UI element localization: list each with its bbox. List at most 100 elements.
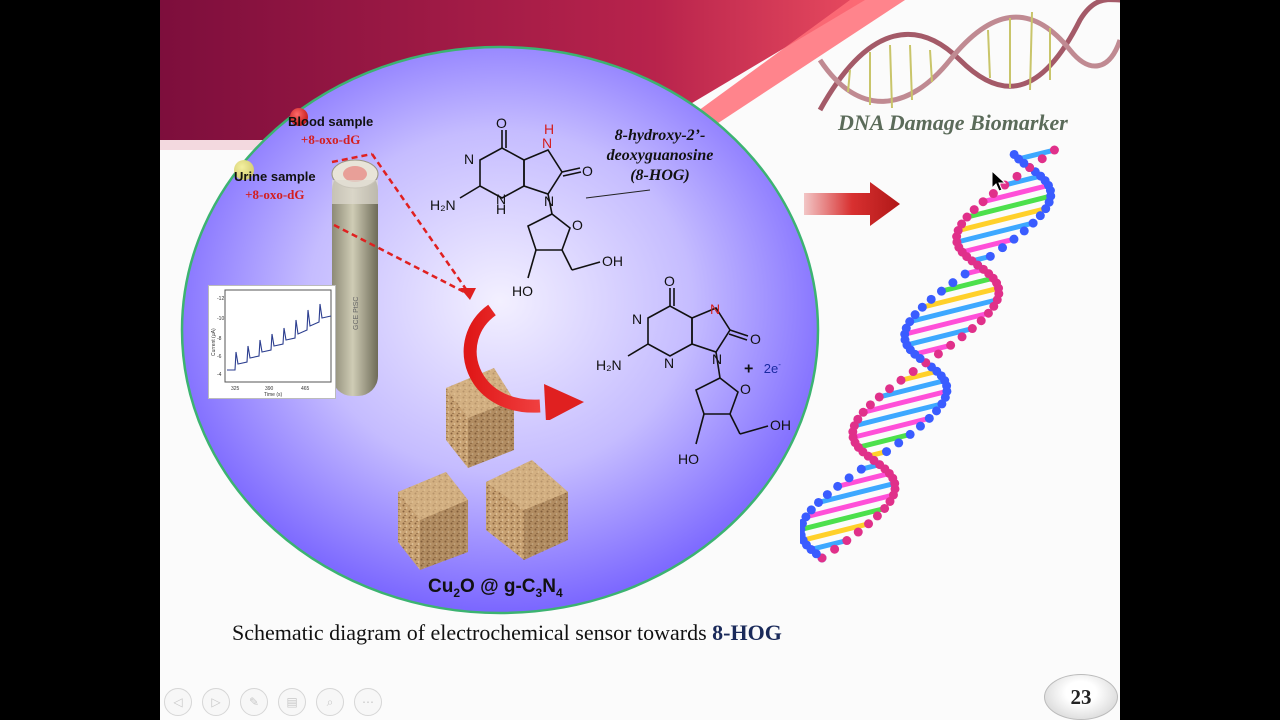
helix-bead: [957, 332, 967, 342]
helix-bead: [830, 544, 840, 554]
helix-bead: [936, 286, 946, 296]
blood-sample-dot: [290, 108, 308, 126]
helix-bead: [915, 421, 925, 431]
helix-bead: [1037, 154, 1047, 164]
helix-bead: [853, 527, 863, 537]
inset-ytick: -6: [217, 354, 222, 360]
helix-rung: [909, 297, 998, 325]
helix-rung: [852, 415, 930, 440]
slides-grid-button[interactable]: ▤: [278, 688, 306, 716]
hydroxyl-group: HO: [512, 283, 533, 299]
helix-bead: [1028, 218, 1038, 228]
helix-bead: [858, 407, 868, 417]
slide-caption: Schematic diagram of electrochemical sen…: [232, 620, 782, 645]
slide: DNA Damage Biomarker Blood sample +8-oxo…: [160, 0, 1120, 720]
helix-rung: [800, 506, 886, 532]
inset-xtick: 390: [265, 386, 274, 392]
helix-bead: [910, 310, 920, 320]
helix-bead: [905, 429, 915, 439]
helix-rung: [853, 401, 943, 429]
dna-helix-top-icon: [817, 0, 1120, 112]
zoom-lines: [331, 152, 476, 300]
dna-biomarker-title: DNA Damage Biomarker: [838, 110, 1068, 135]
hydroxyl-group: OH: [770, 417, 791, 433]
helix-bead: [960, 269, 970, 279]
helix-bead: [813, 497, 823, 507]
inset-ytick: -12: [217, 296, 224, 302]
atom-o: O: [496, 115, 507, 131]
reaction-arrow: [463, 304, 584, 420]
helix-bead: [1009, 234, 1019, 244]
mouse-cursor-icon: [991, 170, 1007, 192]
helix-bead: [882, 447, 892, 457]
helix-bead: [924, 413, 934, 423]
inset-ytick: -8: [217, 336, 222, 342]
inset-amperometry-plot: -12 -10 -8 -6 -4 325 390 465 Time (s) Cu…: [208, 285, 336, 399]
helix-bead: [967, 324, 977, 334]
helix-bead: [969, 205, 979, 215]
atom-n: N: [664, 355, 674, 371]
helix-bead: [1049, 145, 1059, 155]
name-pointer-line: [585, 189, 651, 199]
helix-rung: [914, 342, 952, 357]
helix-bead: [894, 438, 904, 448]
helix-bead: [1035, 211, 1045, 221]
helix-bead: [905, 317, 915, 327]
molecule-8-hog: O N H N H₂N N H O N O OH HO: [430, 115, 623, 299]
helix-rung: [940, 275, 994, 294]
helix-bead: [908, 367, 918, 377]
helix-rung: [857, 431, 911, 450]
helix-rung: [906, 326, 973, 348]
atom-o: O: [572, 217, 583, 233]
helix-bead: [957, 219, 967, 229]
electron-term: + 2e-: [744, 360, 781, 378]
helix-bead: [880, 503, 890, 513]
helix-bead: [946, 340, 956, 350]
helix-bead: [983, 308, 993, 318]
helix-bead: [962, 212, 972, 222]
amino-group: H₂N: [596, 357, 622, 373]
zoom-button[interactable]: ⌕: [316, 688, 344, 716]
helix-bead: [978, 197, 988, 207]
atom-n: N: [710, 301, 720, 317]
inset-xtick: 465: [301, 386, 310, 392]
helix-rung: [862, 388, 948, 415]
more-options-button[interactable]: ⋯: [354, 688, 382, 716]
page-number: 23: [1044, 674, 1118, 720]
helix-bead: [856, 464, 866, 474]
helix-bead: [885, 384, 895, 394]
helix-bead: [864, 519, 874, 529]
helix-bead: [896, 375, 906, 385]
helix-bead: [932, 406, 942, 416]
helix-bead: [1012, 171, 1022, 181]
urine-sample-label: Urine sample +8-oxo-dG: [234, 169, 316, 202]
molecule-name: 8-hydroxy-2’- deoxyguanosine (8-HOG): [606, 127, 714, 184]
inset-xlabel: Time (s): [264, 392, 282, 398]
next-slide-button[interactable]: ▷: [202, 688, 230, 716]
pen-tool-button[interactable]: ✎: [240, 688, 268, 716]
helix-rung: [982, 182, 1050, 205]
helix-bead: [988, 189, 998, 199]
helix-bead: [833, 481, 843, 491]
helix-rung: [805, 492, 895, 520]
helix-bead: [801, 512, 811, 522]
right-arrow-icon: [804, 182, 900, 226]
helix-bead: [874, 392, 884, 402]
helix-rung: [810, 538, 848, 552]
cu2o-cubes: [398, 368, 568, 570]
helix-rung: [956, 220, 1034, 245]
helix-rung: [878, 378, 946, 400]
electrode-label: GCE PtSC: [353, 297, 360, 330]
atom-o: O: [582, 163, 593, 179]
helix-rung: [904, 310, 990, 337]
helix-rung: [921, 285, 1000, 310]
atom-n: N: [464, 151, 474, 167]
helix-rung: [1004, 173, 1042, 188]
prev-slide-button[interactable]: ◁: [164, 688, 192, 716]
inset-ytick: -4: [217, 372, 222, 378]
atom-n: N: [542, 135, 552, 151]
atom-o: O: [750, 331, 761, 347]
helix-bead: [844, 473, 854, 483]
hydroxyl-group: OH: [602, 253, 623, 269]
inset-xtick: 325: [231, 386, 240, 392]
